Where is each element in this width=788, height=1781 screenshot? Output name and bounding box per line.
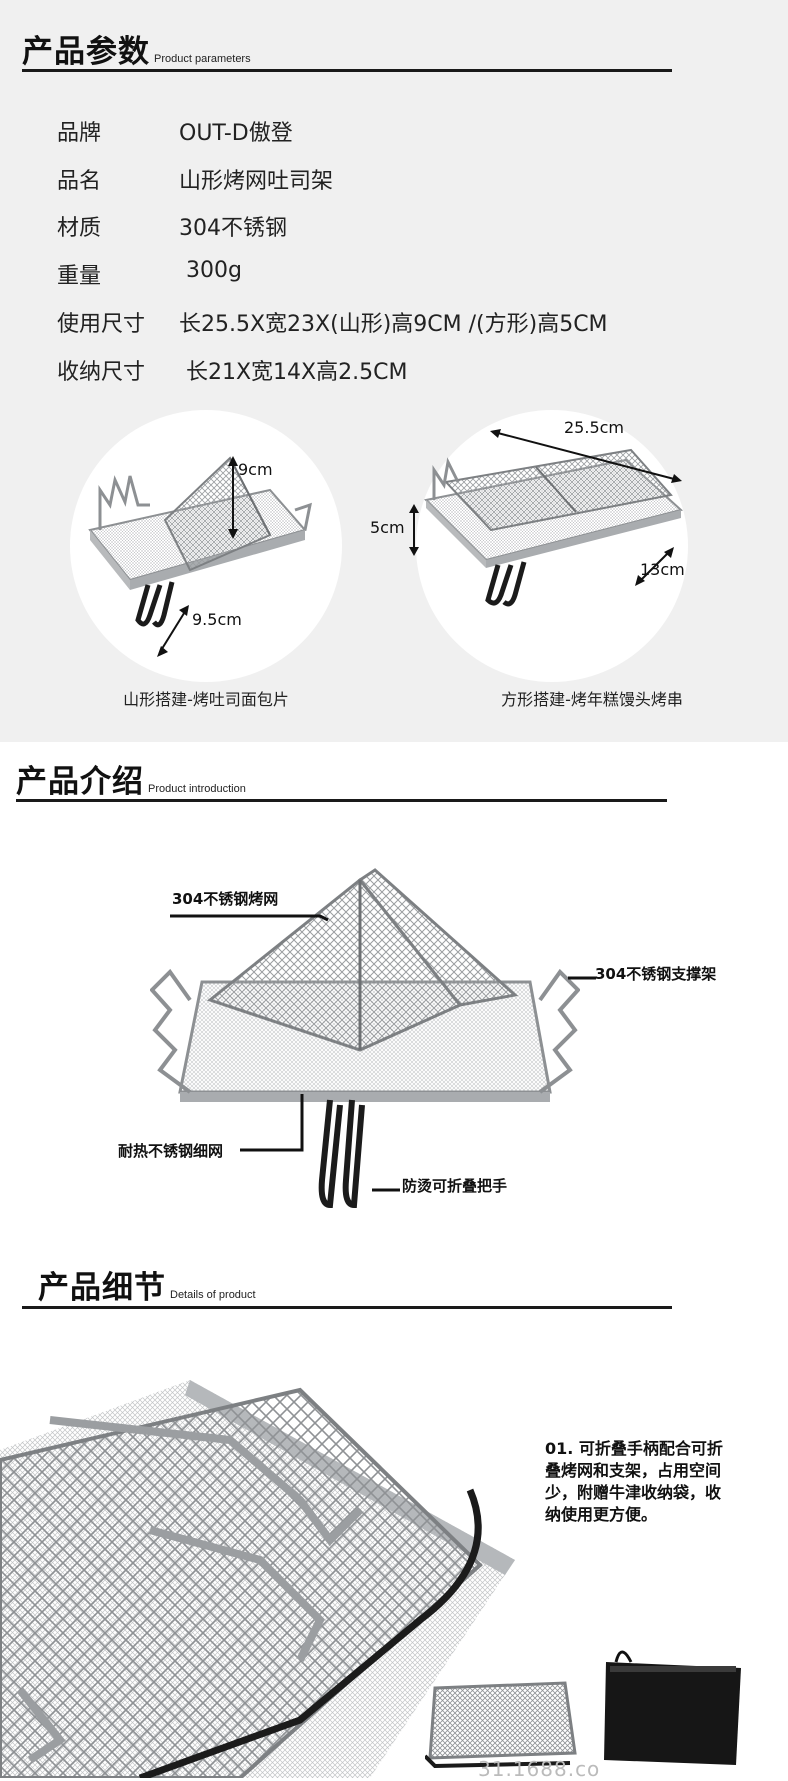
square-caption: 方形搭建-烤年糕馒头烤串 bbox=[501, 690, 683, 709]
params-subtitle: Product parameters bbox=[154, 53, 251, 65]
param-value: OUT-D傲登 bbox=[179, 121, 293, 146]
param-key: 品牌 bbox=[57, 121, 102, 146]
square-rack-illustration bbox=[408, 429, 684, 607]
param-value: 长25.5X宽23X(山形)高9CM /(方形)高5CM bbox=[179, 312, 608, 337]
intro-title: 产品介绍 bbox=[16, 764, 144, 800]
param-value: 304不锈钢 bbox=[179, 216, 287, 241]
square-shape-photo: 25.5cm 13cm bbox=[408, 410, 688, 682]
closeup-photo bbox=[0, 1380, 515, 1778]
dim-width-label: 9.5cm bbox=[192, 610, 242, 629]
param-key: 使用尺寸 bbox=[57, 312, 146, 337]
watermark-text: 31.1688.co bbox=[478, 1757, 601, 1781]
param-row-material: 材质 304不锈钢 bbox=[57, 210, 287, 242]
param-key: 品名 bbox=[57, 169, 102, 194]
callout-grill-net: 304不锈钢烤网 bbox=[172, 890, 279, 908]
param-value: 长21X宽14X高2.5CM bbox=[179, 360, 408, 385]
intro-subtitle: Product introduction bbox=[148, 783, 246, 795]
details-subtitle: Details of product bbox=[170, 1289, 256, 1301]
params-heading: 产品参数 Product parameters bbox=[22, 26, 251, 71]
param-row-name: 品名 山形烤网吐司架 bbox=[57, 163, 333, 195]
param-key: 收纳尺寸 bbox=[57, 360, 146, 385]
dim-depth-label: 13cm bbox=[640, 560, 685, 579]
params-rule bbox=[22, 69, 672, 72]
callout-fine-mesh: 耐热不锈钢细网 bbox=[118, 1142, 224, 1160]
detail-description: 01. 可折叠手柄配合可折叠烤网和支架，占用空间少，附赠牛津收纳袋，收纳使用更方… bbox=[545, 1439, 723, 1524]
mountain-caption: 山形搭建-烤吐司面包片 bbox=[123, 690, 289, 709]
details-title: 产品细节 bbox=[38, 1270, 166, 1306]
callout-fine-mesh-line bbox=[240, 1094, 304, 1152]
param-value: 300g bbox=[179, 258, 242, 283]
product-overview-illustration bbox=[150, 868, 580, 1209]
dim-height-label: 9cm bbox=[238, 460, 273, 479]
intro-heading: 产品介绍 Product introduction bbox=[16, 756, 246, 801]
details-rule bbox=[22, 1306, 672, 1309]
param-row-brand: 品牌 OUT-D傲登 bbox=[57, 115, 293, 147]
dim-square-height-label: 5cm bbox=[370, 518, 405, 537]
mountain-shape-photo: 9cm 9.5cm bbox=[70, 410, 342, 682]
param-row-use-size: 使用尺寸 长25.5X宽23X(山形)高9CM /(方形)高5CM bbox=[57, 306, 608, 338]
param-row-weight: 重量 300g bbox=[57, 258, 242, 290]
param-row-storage-size: 收纳尺寸 长21X宽14X高2.5CM bbox=[57, 354, 407, 386]
params-title: 产品参数 bbox=[22, 34, 150, 70]
param-key: 材质 bbox=[57, 216, 102, 241]
mountain-rack-illustration bbox=[88, 456, 312, 657]
callout-support: 304不锈钢支撑架 bbox=[595, 965, 717, 983]
folded-rack-thumbnail bbox=[425, 1681, 577, 1768]
param-key: 重量 bbox=[57, 264, 102, 289]
callout-grill-net-line bbox=[170, 914, 329, 922]
details-heading: 产品细节 Details of product bbox=[38, 1262, 256, 1307]
params-section: 产品参数 Product parameters 品牌 OUT-D傲登 品名 山形… bbox=[0, 0, 788, 742]
callout-support-line bbox=[568, 976, 596, 980]
param-value: 山形烤网吐司架 bbox=[179, 169, 334, 194]
dim-length-label: 25.5cm bbox=[564, 418, 625, 437]
callout-handle: 防烫可折叠把手 bbox=[402, 1177, 508, 1195]
intro-rule bbox=[16, 799, 667, 802]
square-height-arrow bbox=[409, 504, 419, 556]
callout-handle-line bbox=[372, 1188, 400, 1192]
storage-bag-thumbnail bbox=[604, 1650, 741, 1765]
